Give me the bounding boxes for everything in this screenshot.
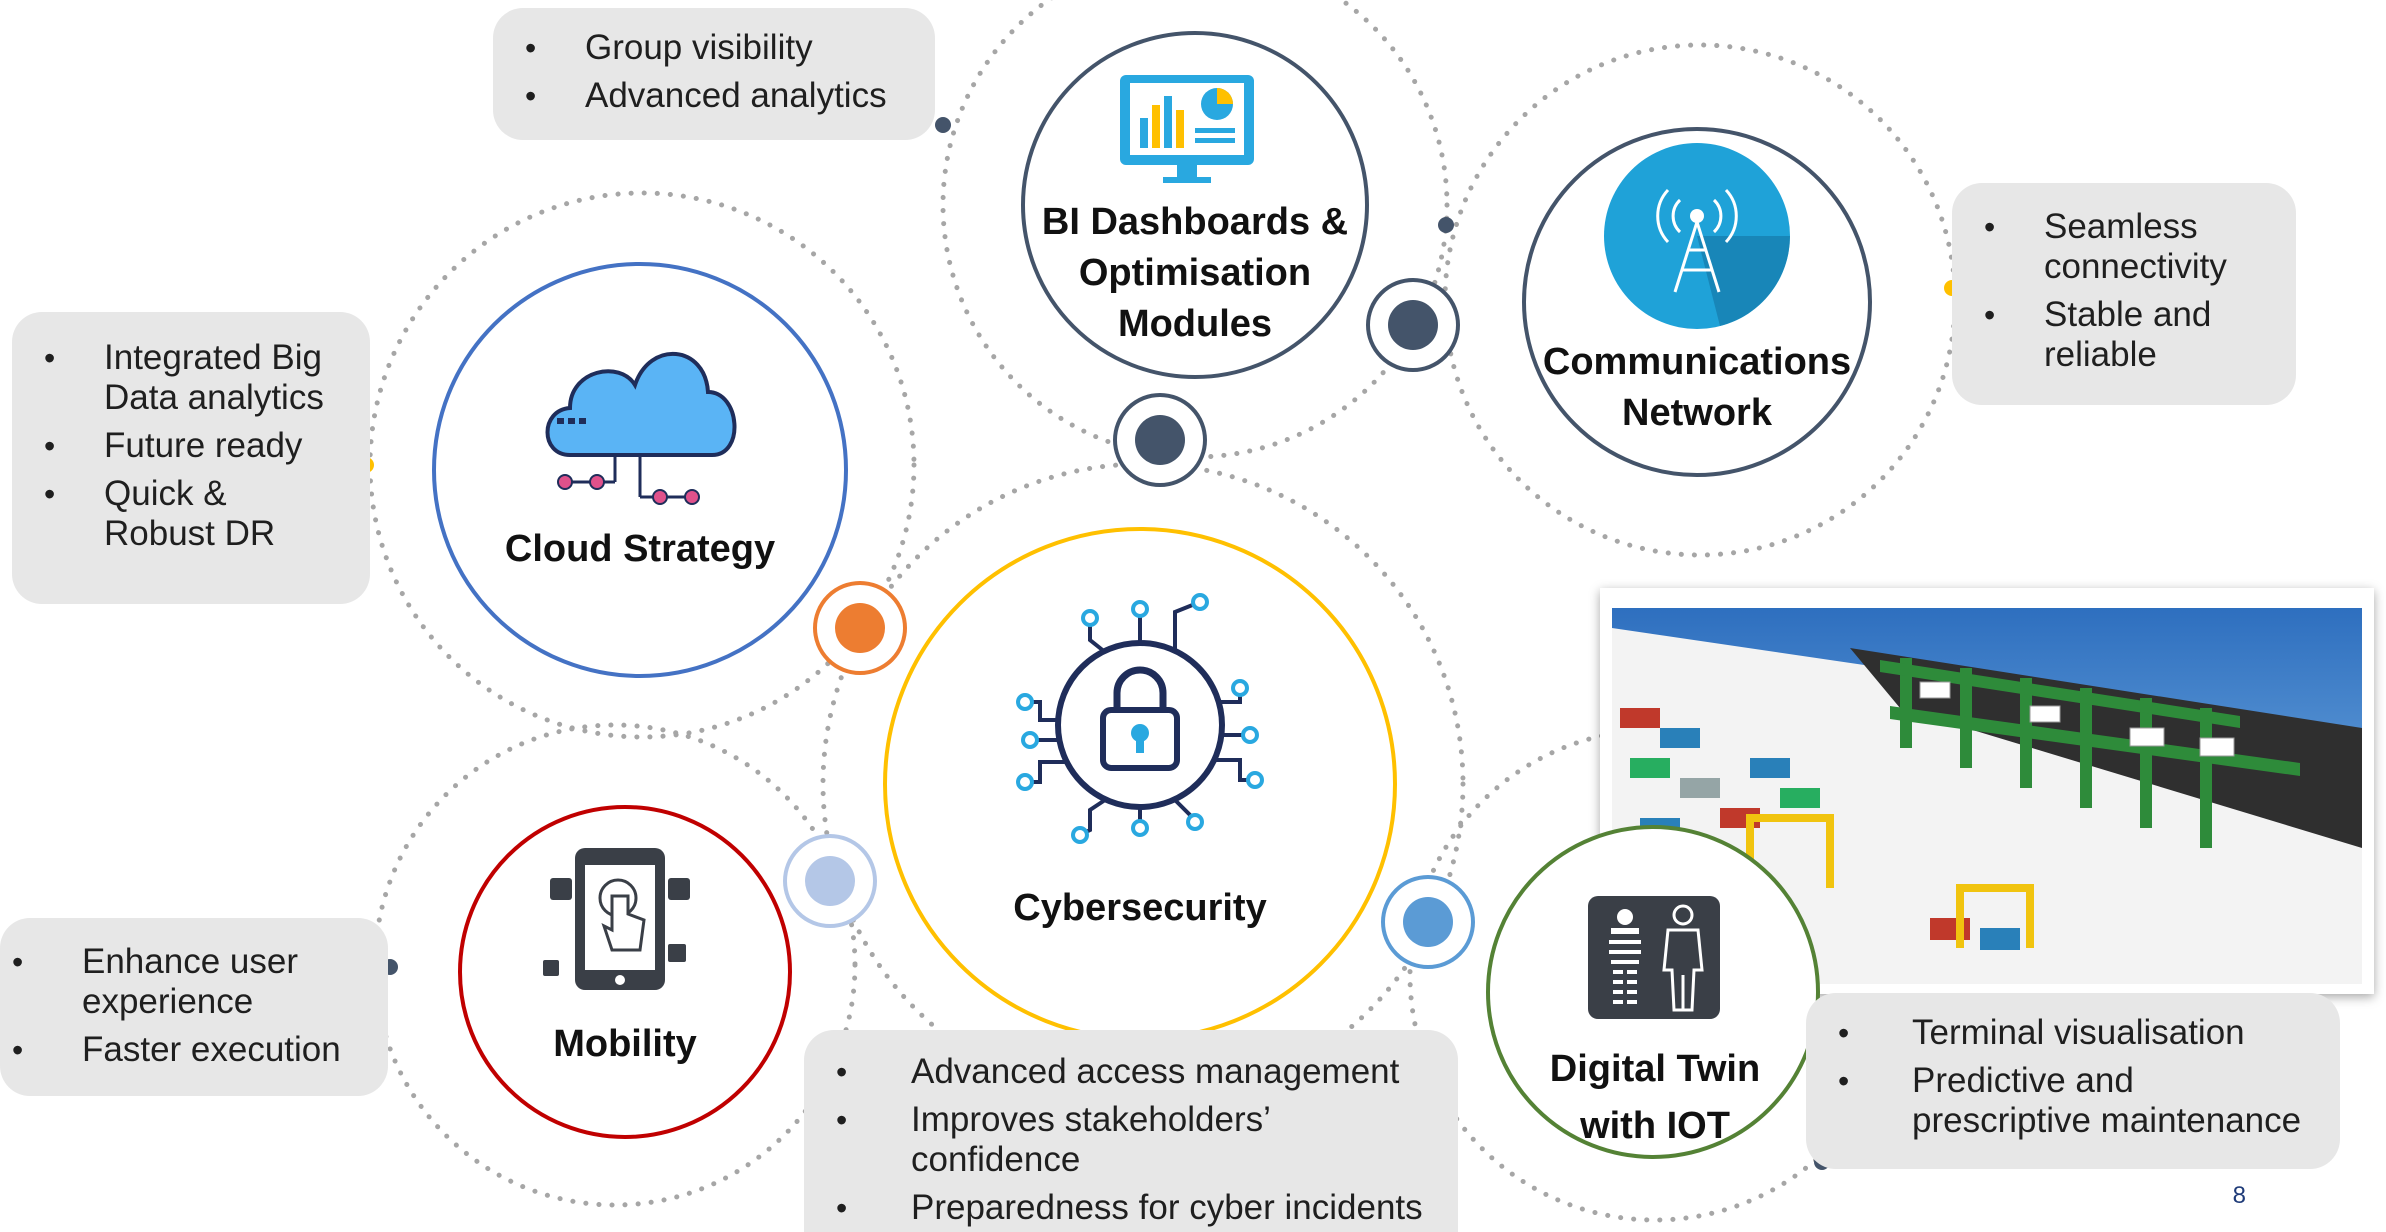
- terminal-3d-image: [1600, 588, 2374, 994]
- bi-hub-label: BI Dashboards & Optimisation Modules: [1041, 201, 1349, 345]
- connector-bi-cyber: [1113, 393, 1207, 487]
- bi-point-2: Advanced analytics: [513, 76, 905, 116]
- twin-point-1: Terminal visualisation: [1826, 1013, 2310, 1053]
- comms-point-1: Seamless connectivity: [1972, 207, 2266, 287]
- comms-callout: Seamless connectivity Stable and reliabl…: [1952, 183, 2296, 405]
- connector-mobility-cyber: [783, 834, 877, 928]
- cloud-orbit: [367, 190, 917, 740]
- mobility-hub-label: Mobility: [553, 1023, 697, 1065]
- twin-callout: Terminal visualisation Predictive and pr…: [1806, 993, 2340, 1169]
- bi-pointer-dot: [935, 117, 951, 133]
- connector-bi-comms: [1366, 278, 1460, 372]
- twin-point-2: Predictive and prescriptive maintenance: [1826, 1061, 2310, 1141]
- cloud-point-2: Future ready: [32, 426, 340, 466]
- cyber-point-1: Advanced access management: [824, 1052, 1428, 1092]
- cloud-point-1: Integrated Big Data analytics: [32, 338, 340, 418]
- radio-tower-icon: [1604, 143, 1790, 329]
- cyber-callout: Advanced access management Improves stak…: [804, 1030, 1458, 1232]
- cloud-callout: Integrated Big Data analytics Future rea…: [12, 312, 370, 604]
- bi-point-1: Group visibility: [513, 28, 905, 68]
- mobility-point-1: Enhance user experience: [0, 942, 358, 1022]
- bi-hub-circle: [1021, 31, 1369, 379]
- cyber-hub-label: Cybersecurity: [1013, 887, 1267, 929]
- bi-comms-dot: [1438, 217, 1454, 233]
- bi-orbit: [940, 0, 1450, 460]
- cyber-point-3: Preparedness for cyber incidents: [824, 1188, 1428, 1228]
- mobility-point-2: Faster execution: [0, 1030, 358, 1070]
- cyber-point-2: Improves stakeholders’ confidence: [824, 1100, 1428, 1180]
- cloud-hub-label: Cloud Strategy: [504, 528, 776, 570]
- cloud-network-icon: [545, 351, 737, 505]
- dashboard-monitor-icon: [1120, 75, 1254, 183]
- touch-phone-icon: [543, 848, 690, 990]
- comms-hub-label: Communications Network: [1542, 341, 1852, 434]
- bi-callout: Group visibility Advanced analytics: [493, 8, 935, 140]
- comms-point-2: Stable and reliable: [1972, 295, 2266, 375]
- connector-twin-cyber: [1381, 875, 1475, 969]
- mobility-callout: Enhance user experience Faster execution: [0, 918, 388, 1096]
- cloud-point-3: Quick & Robust DR: [32, 474, 340, 554]
- circuit-lock-icon: [1016, 593, 1264, 844]
- mobility-orbit: [372, 722, 858, 1208]
- twin-hub-label: Digital Twin with IOT: [1549, 1048, 1761, 1147]
- connector-cloud-cyber: [813, 581, 907, 675]
- page-number: 8: [2232, 1182, 2246, 1209]
